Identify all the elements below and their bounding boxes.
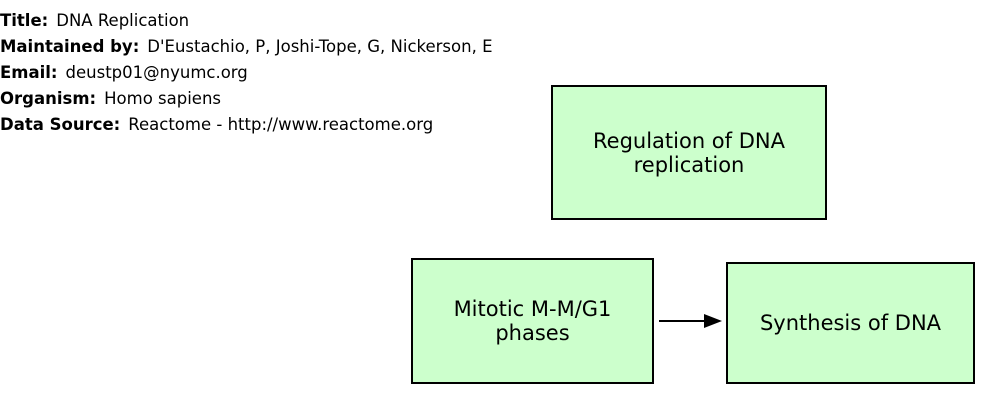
info-value: D'Eustachio, P, Joshi-Tope, G, Nickerson… [147,37,493,56]
node-mitotic-m-m-g1-phases[interactable]: Mitotic M-M/G1 phases [411,258,654,384]
node-regulation-of-dna-replication[interactable]: Regulation of DNA replication [551,85,827,220]
info-row-maintainer: Maintained by: D'Eustachio, P, Joshi-Tope… [0,34,493,60]
info-value: Reactome - http://www.reactome.org [128,115,434,134]
info-value: DNA Replication [56,11,190,30]
info-row-title: Title: DNA Replication [0,8,493,34]
arrowhead-icon [704,314,722,328]
node-label: Synthesis of DNA [759,311,942,335]
edge-mitotic-to-synthesis [659,314,722,328]
node-label: Mitotic M-M/G1 phases [453,297,612,345]
info-key: Title: [0,11,49,30]
info-key: Email: [0,63,58,82]
info-key: Organism: [0,89,97,108]
info-key: Data Source: [0,115,121,134]
node-synthesis-of-dna[interactable]: Synthesis of DNA [726,262,975,384]
pathway-info: Title: DNA Replication Maintained by: D'Eu… [0,8,493,138]
info-value: deustp01@nyumc.org [65,63,248,82]
info-row-data-source: Data Source: Reactome - http://www.reacto… [0,112,493,138]
node-label: Regulation of DNA replication [593,128,785,177]
info-row-organism: Organism: Homo sapiens [0,86,493,112]
info-row-email: Email: deustp01@nyumc.org [0,60,493,86]
info-value: Homo sapiens [104,89,222,108]
info-key: Maintained by: [0,37,140,56]
